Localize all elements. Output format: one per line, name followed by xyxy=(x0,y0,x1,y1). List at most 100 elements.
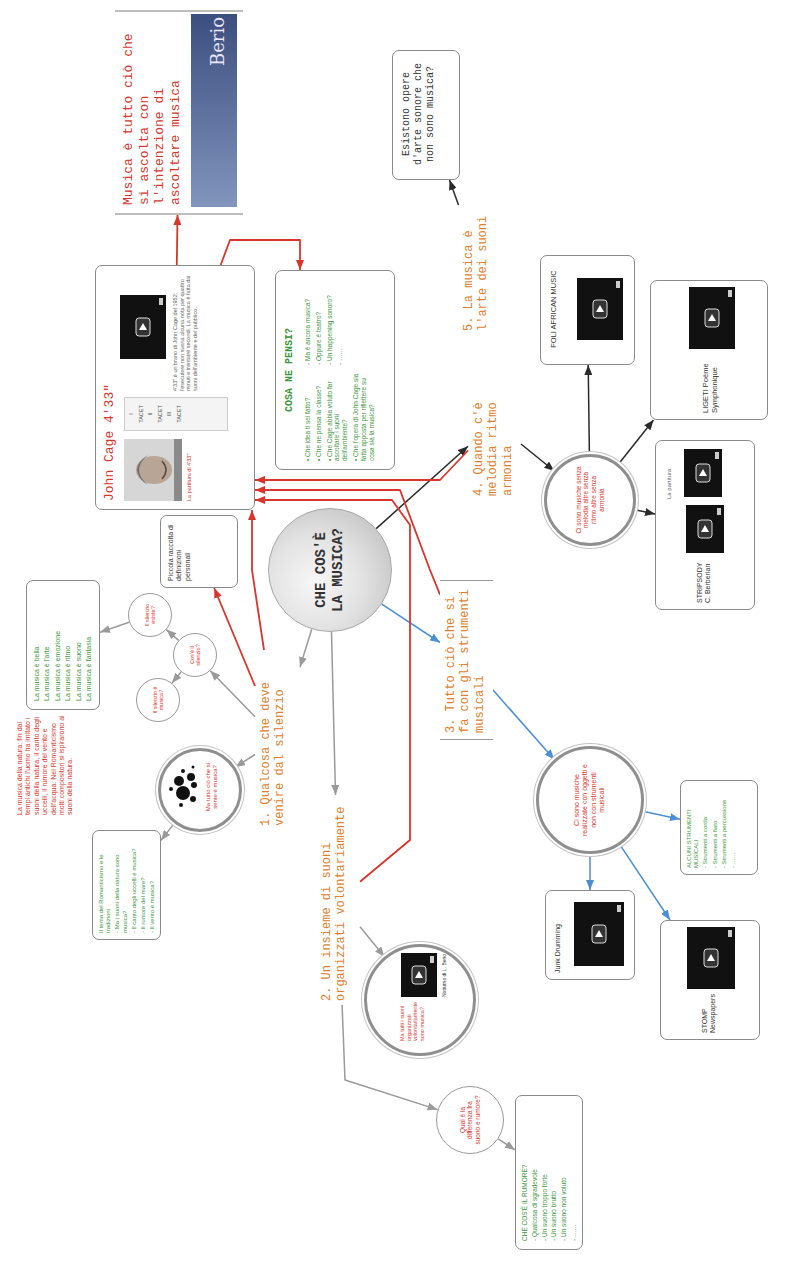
node-text: COSA NE PENSI? xyxy=(284,271,296,469)
video-box: FOLI AFRICAN MUSIC xyxy=(540,255,635,365)
note-box: ALCUNI STRUMENTI MUSICALI- Strumenti a c… xyxy=(680,780,758,875)
node-text: TACET xyxy=(176,399,183,429)
question-circle: Cos'è il silenzio? xyxy=(173,633,217,677)
node-text: Junk Drumming xyxy=(554,895,562,973)
node-text: John Cage 4'33" xyxy=(102,351,118,501)
node-text: Ci sono musiche realizzate con oggetti e… xyxy=(573,760,607,840)
node-text: ALCUNI STRUMENTI MUSICALI xyxy=(686,785,700,868)
node-text: - …… xyxy=(570,1102,578,1241)
node-text: Il tema del Romanticismo e le tradizioni xyxy=(98,835,112,933)
question-list: CHE COS'È IL RUMORE?- Qualcosa di sgrade… xyxy=(515,1095,583,1250)
branch-heading: 4. Quando c'è melodia ritmo armonia xyxy=(468,345,521,500)
quote-title: Musica è tutto ciò che si ascolta con l'… xyxy=(115,10,243,215)
node-text: La musica è l'arte xyxy=(43,587,51,701)
connector xyxy=(521,444,554,471)
node-text: 2. Un insieme di suoni organizzati volon… xyxy=(320,799,349,1001)
question-circle: Il silenzio è musica? xyxy=(136,678,180,722)
node-text: Esistono opere d'arte sonore che non son… xyxy=(401,57,437,171)
node-text: - Strumenti a percussione xyxy=(721,785,728,868)
node-text: La musica è fantasia xyxy=(85,587,93,701)
connector xyxy=(161,823,174,840)
video-thumbnail xyxy=(689,287,735,349)
branch-heading: 3. Tutto ciò che si fa con gli strumenti… xyxy=(440,580,493,740)
node-text: Musica è tutto ciò che si ascolta con l'… xyxy=(121,16,183,205)
topic-circle: CHE COS'È LA MUSICA? xyxy=(268,508,392,632)
connector xyxy=(498,1139,515,1150)
note-box: Piccola raccolta di definizioni personal… xyxy=(160,515,238,588)
node-text: LIGETI Poème Symphonique xyxy=(701,353,719,413)
node-text: FOLI AFRICAN MUSIC xyxy=(549,260,558,358)
connector xyxy=(450,180,459,205)
portrait-photo xyxy=(124,439,182,501)
node-text: Il silenzio esiste? xyxy=(144,599,157,631)
connector xyxy=(166,630,178,641)
node-text: 4'33'' è un brano di John Cage del 1952:… xyxy=(172,271,198,391)
node-text: - Ma i suoni della natura sono musica? xyxy=(114,835,128,933)
connector xyxy=(493,690,554,760)
node-text: • Che Cage abbia voluto far ascoltare i … xyxy=(326,371,349,461)
node-text: Il silenzio è musica? xyxy=(152,684,165,716)
node-text: - Il canto degli uccelli è musica? xyxy=(131,835,138,933)
video-thumbnail xyxy=(574,902,624,966)
node-text: - Un happening sonoro? xyxy=(326,275,334,365)
video-thumbnail xyxy=(687,927,735,989)
video-thumbnail xyxy=(401,953,437,997)
connector xyxy=(643,811,680,819)
connector xyxy=(332,632,336,795)
node-text: - Strumenti a fiato xyxy=(712,785,719,868)
node-text: CHE COS'È IL RUMORE? xyxy=(521,1102,529,1241)
discussion-box: COSA NE PENSI?• Che idea ti sei fatto?• … xyxy=(275,270,395,470)
node-text: Ma tutti i suoni organizzati volontariam… xyxy=(399,997,425,1041)
connector xyxy=(619,420,654,464)
video-box: LIGETI Poème Symphonique xyxy=(650,280,768,420)
node-text: - Ma è ancora musica? xyxy=(304,275,312,365)
note-text: La musica della natura: fin dai tempi an… xyxy=(16,715,75,815)
node-text: - Il rumore del mare? xyxy=(140,835,147,933)
video-thumbnail xyxy=(120,295,166,359)
node-text: 1. Qualcosa che deve venire dal silenzio xyxy=(259,654,288,826)
note-circle: Ci sono musiche realizzate con oggetti e… xyxy=(536,746,644,854)
paint-splash xyxy=(161,745,245,829)
connector xyxy=(214,588,255,686)
connector xyxy=(635,510,655,514)
node-text: Berio xyxy=(207,17,229,113)
node-text: Qual è la differenza fra suono e rumore? xyxy=(459,1095,482,1145)
node-text: La partitura xyxy=(666,444,673,499)
node-text: 4. Quando c'è melodia ritmo armonia xyxy=(472,349,515,496)
node-text: Cos'è il silenzio? xyxy=(189,639,202,671)
node-text: STRIPSODY C. Berberian xyxy=(696,555,713,603)
connector xyxy=(176,215,178,265)
node-text: - Oppure è teatro? xyxy=(315,275,323,365)
branch-heading: 5. La musica è l'arte dei suoni xyxy=(458,205,506,335)
connector xyxy=(589,854,591,890)
connector xyxy=(210,671,255,717)
node-text: STOMP Newspapers xyxy=(701,993,718,1033)
video-box: Junk Drumming xyxy=(545,890,635,980)
node-text: • Che l'opera di John Cage sia fatta app… xyxy=(352,371,375,461)
connector xyxy=(235,755,255,768)
node-text: - …… xyxy=(730,785,737,868)
node-text: La musica è emozione xyxy=(54,587,62,701)
node-text: La partitura di 4'33" xyxy=(186,435,193,501)
connector xyxy=(252,510,264,650)
connector xyxy=(100,622,129,632)
connector xyxy=(588,365,589,454)
video-thumbnail xyxy=(577,278,623,340)
node-text: 5. La musica è l'arte dei suoni xyxy=(462,209,491,331)
node-text: La musica è ritmo xyxy=(64,587,72,701)
node-text: Ci sono musiche senza melodia altre senz… xyxy=(575,466,606,534)
video-box: STOMP Newspapers xyxy=(660,920,760,1040)
question-list: Il tema del Romanticismo e le tradizioni… xyxy=(92,830,161,940)
node-text: II xyxy=(147,399,154,429)
video-card: John Cage 4'33"La partitura di 4'33"ITAC… xyxy=(95,265,255,510)
node-text: - Qualcosa di sgradevole xyxy=(531,1102,539,1241)
node-text: La musica è bella xyxy=(33,587,41,701)
question-circle: Il silenzio esiste? xyxy=(128,593,172,637)
question-circle: Ma tutto ciò che si sente è musica? xyxy=(158,748,242,832)
connector xyxy=(360,927,385,957)
note-circle: Ci sono musiche senza melodia altre senz… xyxy=(544,454,636,546)
node-text: CHE COS'È LA MUSICA? xyxy=(313,520,347,620)
node-text: TACET xyxy=(138,399,145,429)
video-box: STRIPSODY C. Berberian La partitura xyxy=(655,440,755,610)
video-circle: Ma tutti i suoni organizzati volontariam… xyxy=(364,944,476,1056)
